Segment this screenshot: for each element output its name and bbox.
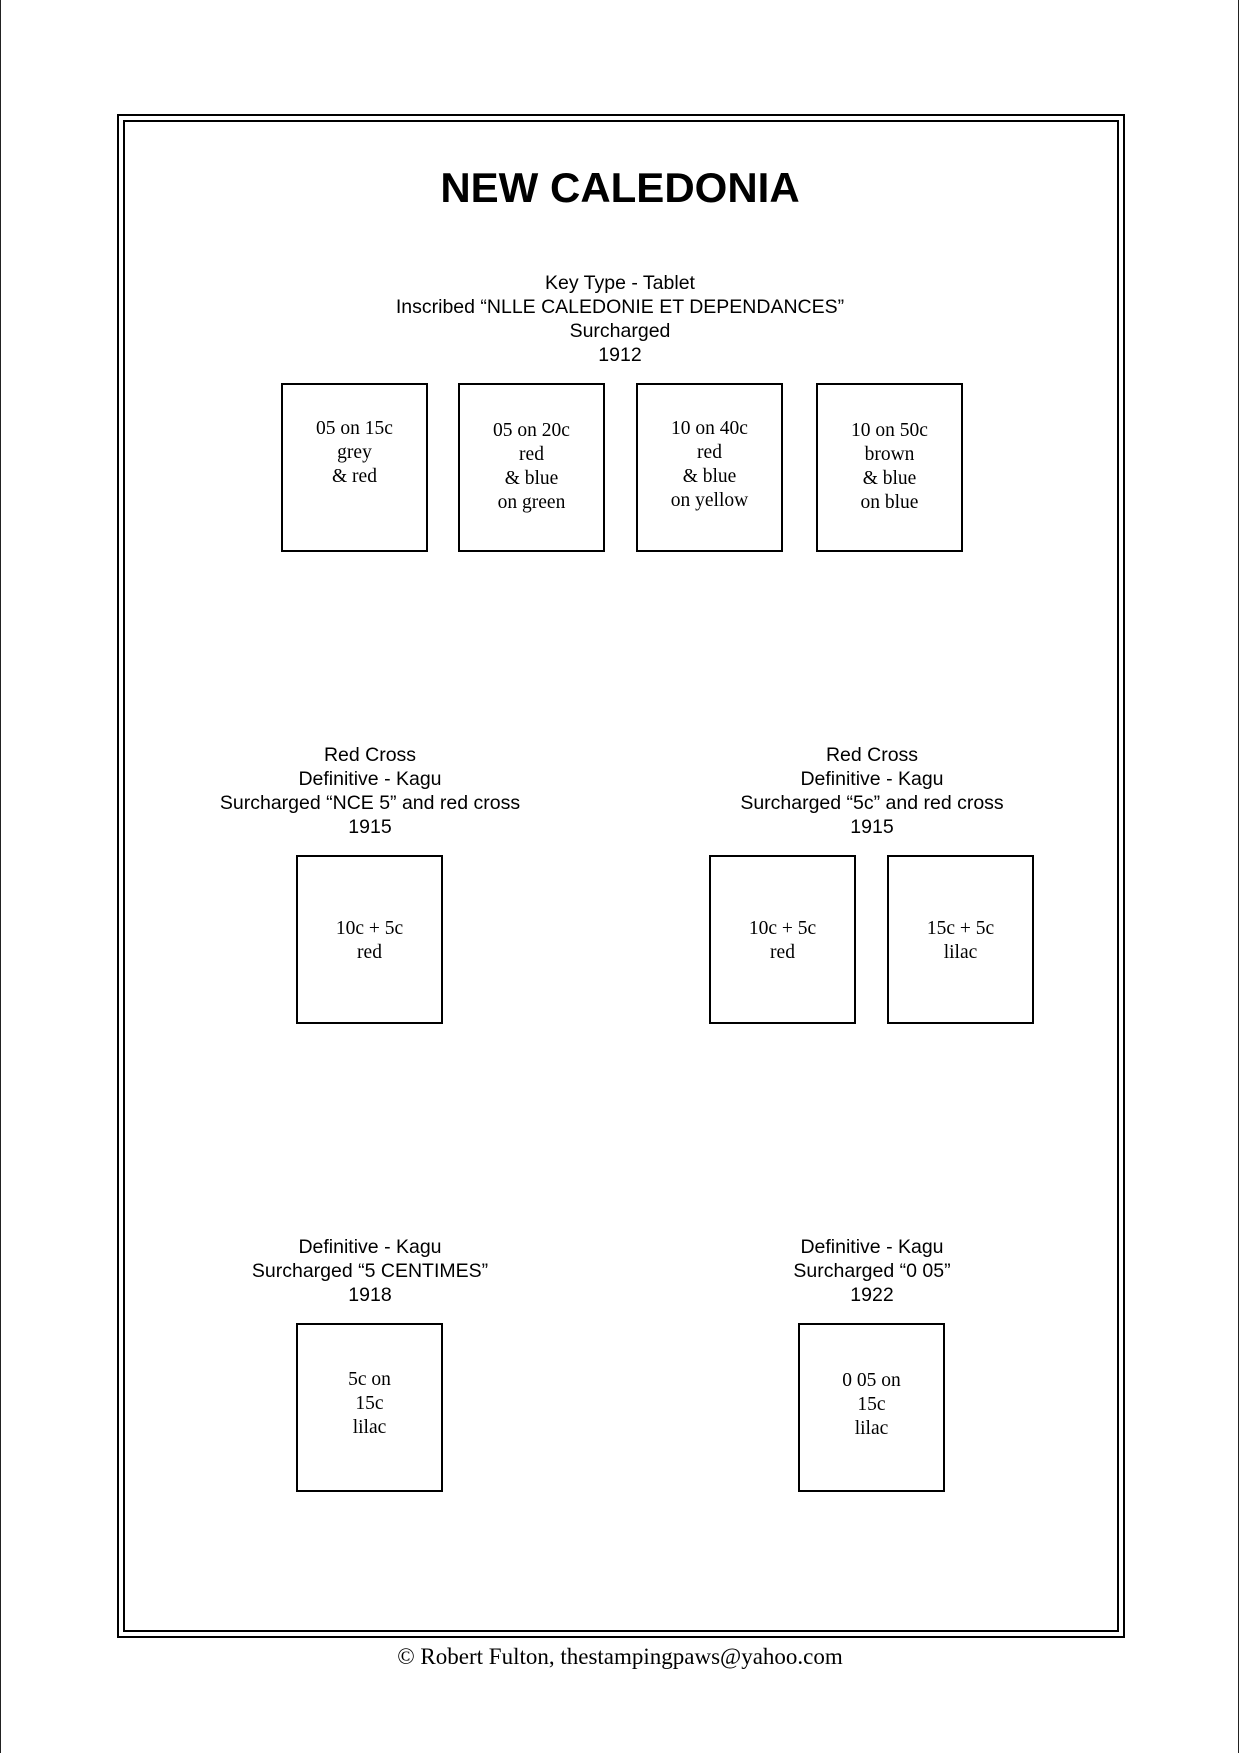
stamp-value: 10 on 40c — [671, 418, 748, 439]
heading-line: Definitive - Kagu — [800, 768, 944, 790]
stamp-value: 05 on 20c — [493, 420, 570, 441]
heading-line: Definitive - Kagu — [298, 1236, 442, 1258]
stamp-color: on green — [497, 492, 566, 513]
heading-line: Red Cross — [825, 744, 919, 766]
heading-line: 1912 — [598, 344, 642, 366]
stamp-value: 15c + 5c — [926, 918, 995, 939]
stamp-color: red — [770, 942, 795, 963]
stamp-space: 10 on 40c red & blue on yellow — [636, 383, 783, 552]
stamp-value: 10c + 5c — [335, 918, 404, 939]
heading-line: Definitive - Kagu — [298, 768, 442, 790]
heading-line: Key Type - Tablet — [545, 272, 695, 294]
stamp-value: 15c — [857, 1394, 886, 1415]
copyright-footer: © Robert Fulton, thestampingpaws@yahoo.c… — [397, 1644, 843, 1669]
stamp-color: red — [697, 442, 722, 463]
stamp-value: 05 on 15c — [316, 418, 393, 439]
stamp-space: 5c on 15c lilac — [296, 1323, 443, 1492]
heading-line: 1918 — [348, 1284, 392, 1306]
section-heading-1912: Key Type - Tablet Inscribed “NLLE CALEDO… — [320, 271, 920, 367]
stamp-color: & blue — [862, 468, 917, 489]
heading-line: Surcharged “NCE 5” and red cross — [219, 792, 521, 814]
heading-line: Inscribed “NLLE CALEDONIE ET DEPENDANCES… — [395, 296, 845, 318]
section-heading-1918: Definitive - Kagu Surcharged “5 CENTIMES… — [170, 1235, 570, 1307]
stamp-space: 05 on 20c red & blue on green — [458, 383, 605, 552]
stamp-color: & blue — [682, 466, 737, 487]
stamp-color: & red — [332, 466, 377, 487]
heading-line: 1915 — [348, 816, 392, 838]
outer-border — [117, 114, 1125, 1638]
stamp-value: 15c — [355, 1393, 384, 1414]
stamp-color: lilac — [943, 942, 978, 963]
page-title: NEW CALEDONIA — [440, 164, 800, 211]
heading-line: Definitive - Kagu — [800, 1236, 944, 1258]
stamp-color: on yellow — [670, 490, 749, 511]
stamp-color: & blue — [504, 468, 559, 489]
stamp-color: on blue — [860, 492, 919, 513]
section-heading-1915-nce5: Red Cross Definitive - Kagu Surcharged “… — [170, 743, 570, 839]
heading-line: Surcharged “5 CENTIMES” — [251, 1260, 489, 1282]
stamp-value: 0 05 on — [842, 1370, 901, 1391]
stamp-color: lilac — [854, 1418, 889, 1439]
heading-line: Surcharged “0 05” — [793, 1260, 951, 1282]
stamp-value: 5c on — [348, 1369, 391, 1390]
stamp-color: red — [357, 942, 382, 963]
stamp-color: lilac — [352, 1417, 387, 1438]
stamp-space: 10c + 5c red — [709, 855, 856, 1024]
stamp-space: 0 05 on 15c lilac — [798, 1323, 945, 1492]
heading-line: Red Cross — [323, 744, 417, 766]
heading-line: Surcharged — [569, 320, 671, 342]
stamp-color: brown — [864, 444, 915, 465]
stamp-value: 10 on 50c — [851, 420, 928, 441]
stamp-space: 05 on 15c grey & red — [281, 383, 428, 552]
stamp-space: 10 on 50c brown & blue on blue — [816, 383, 963, 552]
inner-border — [123, 120, 1119, 1632]
stamp-color: grey — [337, 442, 372, 463]
stamp-space: 15c + 5c lilac — [887, 855, 1034, 1024]
stamp-color: red — [519, 444, 544, 465]
stamp-space: 10c + 5c red — [296, 855, 443, 1024]
section-heading-1922: Definitive - Kagu Surcharged “0 05” 1922 — [672, 1235, 1072, 1307]
heading-line: Surcharged “5c” and red cross — [740, 792, 1004, 814]
heading-line: 1922 — [850, 1284, 894, 1306]
stamp-value: 10c + 5c — [748, 918, 817, 939]
heading-line: 1915 — [850, 816, 894, 838]
section-heading-1915-5c: Red Cross Definitive - Kagu Surcharged “… — [672, 743, 1072, 839]
